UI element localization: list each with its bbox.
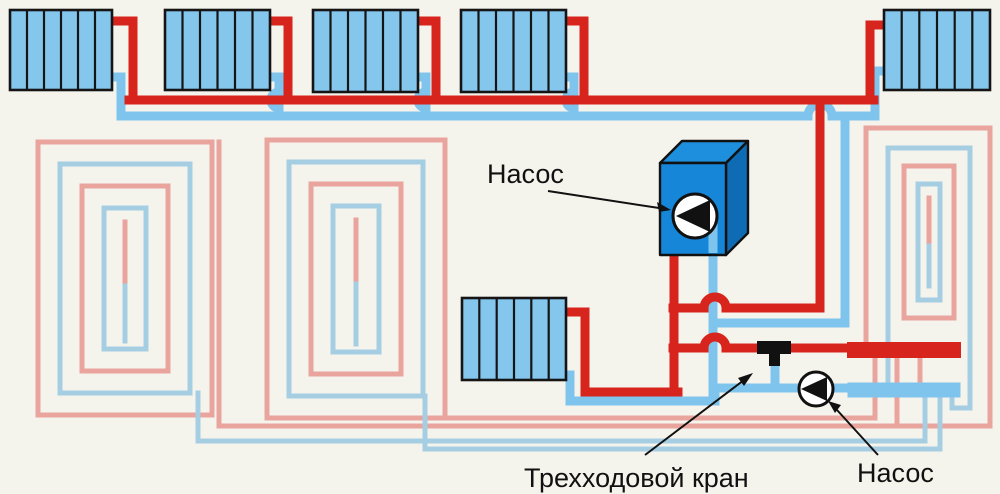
floor-loop-left [35,139,222,444]
radiator-top-3 [311,8,420,94]
radiator-top-1 [8,8,114,92]
radiator-top-2 [163,8,272,92]
pump-symbol-bottom [797,370,835,408]
label-pump-top: Насос [487,159,564,189]
radiator-right [882,8,992,92]
arrowhead-valve [738,373,753,386]
pump-symbol-top [671,192,719,240]
label-three-way-valve: Трехходовой кран [524,463,749,493]
radiator-top-4 [459,8,568,94]
radiator-bottom [460,296,568,382]
label-pump-bottom: Насос [857,458,934,488]
floor-loop-middle [264,137,448,421]
floor-loop-right [863,125,993,429]
annotation-arrows [547,190,879,456]
pump-unit-box [658,139,750,257]
arrowhead-pump-top [657,202,671,212]
arrowhead-pump-bottom [828,401,841,413]
three-way-valve [757,341,791,366]
supply-pipes [107,16,889,397]
